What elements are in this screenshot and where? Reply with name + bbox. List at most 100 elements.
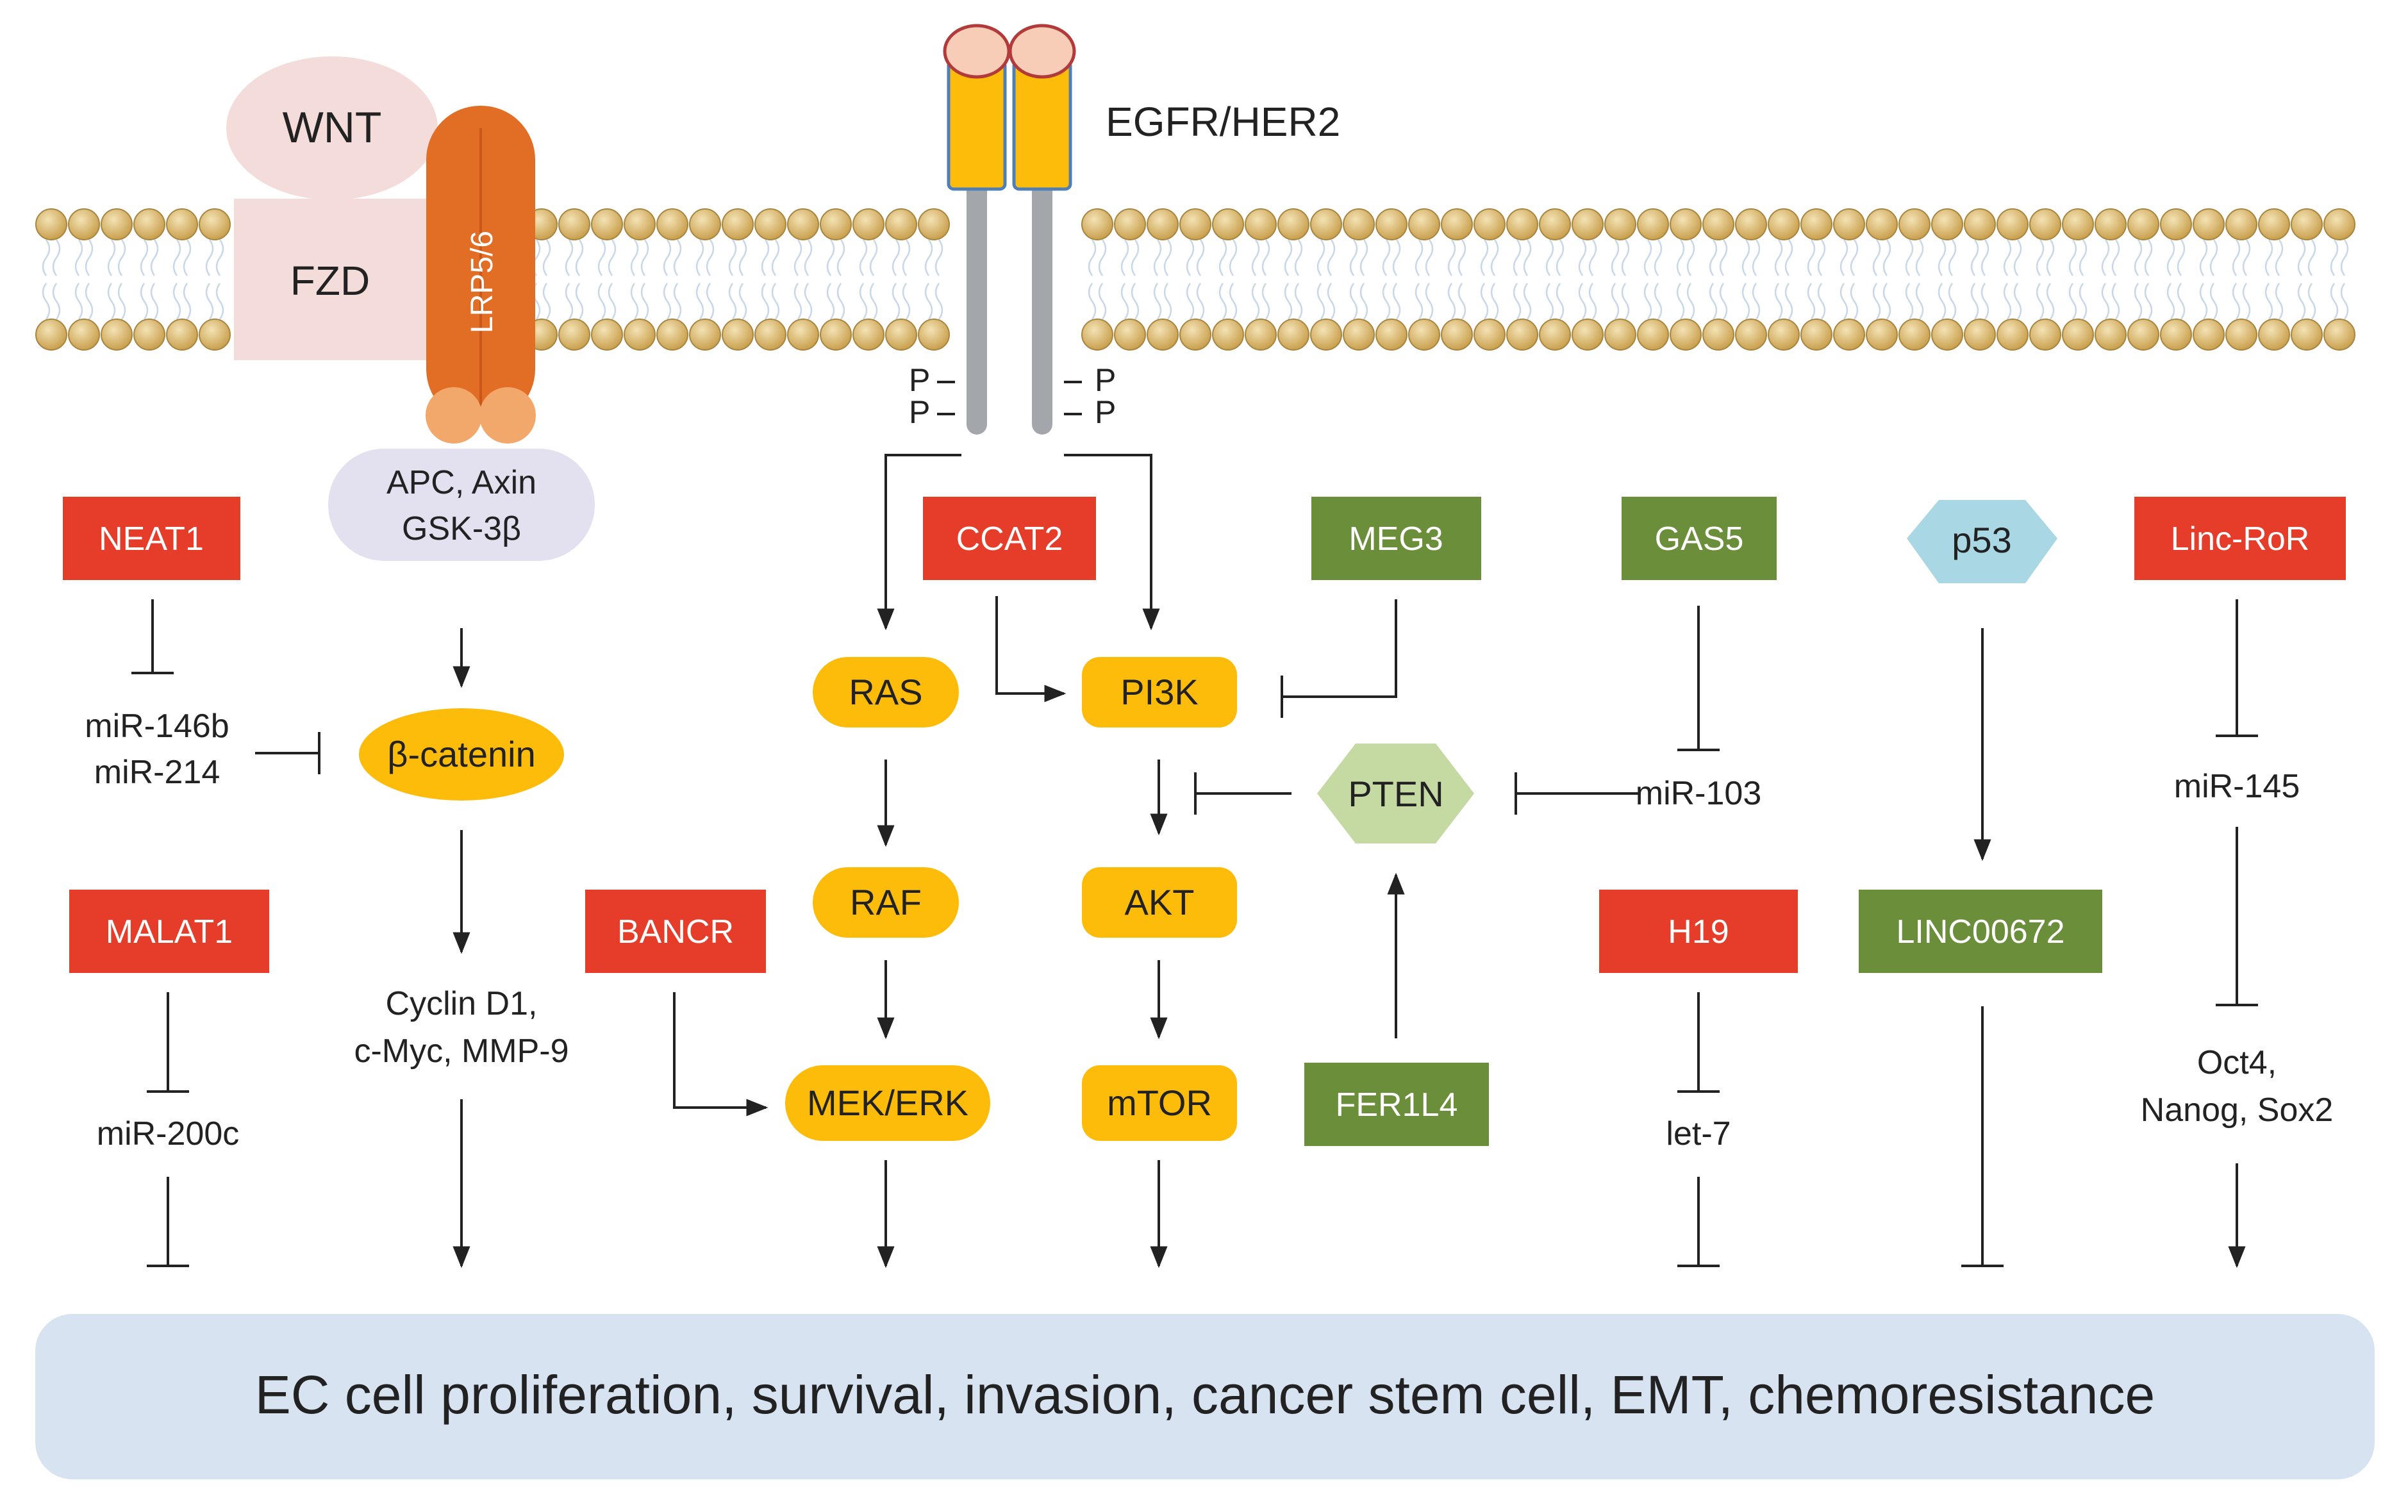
lipid-tail xyxy=(1872,239,1881,276)
arrow-egfr-to-pi3k xyxy=(1064,454,1160,631)
lipid-head xyxy=(2127,208,2159,240)
mir214-label: miR-214 xyxy=(94,754,220,791)
lipid-head xyxy=(1179,208,1211,240)
lipid-tail xyxy=(1294,283,1303,320)
lipid-tail xyxy=(1938,283,1947,320)
lipid-tail xyxy=(1382,239,1391,276)
lipid-tail xyxy=(695,283,704,320)
lncrna-box-lincror xyxy=(2134,497,2346,580)
lipid-tail xyxy=(215,283,224,320)
lipid-head xyxy=(2062,208,2094,240)
lipid-head xyxy=(101,208,133,240)
oct4-label-line2: Nanog, Sox2 xyxy=(2141,1092,2334,1129)
lipid-tail xyxy=(738,283,747,320)
lipid-tail xyxy=(2340,239,2349,276)
lipid-head xyxy=(2258,208,2290,240)
lipid-head xyxy=(1147,319,1179,351)
lipid-tail xyxy=(2111,283,2120,320)
lipid-head xyxy=(1997,208,2029,240)
lipid-tail xyxy=(771,239,780,276)
lipid-head xyxy=(2062,319,2094,351)
lipid-tail xyxy=(1229,239,1238,276)
lipid-tail xyxy=(2144,283,2153,320)
lipid-tail xyxy=(2013,283,2022,320)
lipid-head xyxy=(1768,319,1800,351)
lipid-head xyxy=(1735,319,1767,351)
lipid-tail xyxy=(140,283,149,320)
lipid-tail xyxy=(1915,239,1924,276)
lipid-tail xyxy=(1163,239,1172,276)
lipid-head xyxy=(1506,319,1538,351)
lipid-tail xyxy=(673,283,682,320)
lipid-tail xyxy=(1807,283,1816,320)
pi3k-label: PI3K xyxy=(1120,672,1198,712)
lipid-tail xyxy=(2232,239,2241,276)
p53-label: p53 xyxy=(1952,520,2011,560)
oncogenic-lncrna-boxes: NEAT1 MALAT1 CCAT2 BANCR H19 Linc-RoR xyxy=(63,497,2346,973)
lipid-tail xyxy=(761,239,770,276)
lipid-tail xyxy=(1480,239,1489,276)
lipid-tail xyxy=(1654,239,1663,276)
lipid-tail xyxy=(2264,239,2273,276)
lipid-tail xyxy=(1392,239,1401,276)
mir200c-label: miR-200c xyxy=(97,1115,240,1152)
lncrna-box-malat1 xyxy=(69,890,269,973)
lipid-tail xyxy=(117,239,126,276)
lipid-tail xyxy=(1229,283,1238,320)
lipid-head xyxy=(1539,319,1571,351)
lipid-head xyxy=(199,208,231,240)
inhibit-meg3-to-pi3k xyxy=(1282,599,1397,698)
lipid-tail xyxy=(1839,283,1848,320)
lipid-tail xyxy=(1120,283,1129,320)
lipid-head xyxy=(2258,319,2290,351)
lipid-head xyxy=(1604,208,1636,240)
lipid-tail xyxy=(2134,283,2143,320)
lipid-head xyxy=(35,319,67,351)
lipid-tail xyxy=(1327,283,1336,320)
lipid-head xyxy=(1081,319,1113,351)
lncrna-box-h19 xyxy=(1599,890,1798,973)
lipid-tail xyxy=(1709,239,1718,276)
lipid-head xyxy=(2291,208,2323,240)
lipid-tail xyxy=(902,239,911,276)
fer1l4-label: FER1L4 xyxy=(1336,1086,1458,1124)
cyclin-label-line1: Cyclin D1, xyxy=(386,985,538,1022)
lipid-tail xyxy=(1088,283,1097,320)
lipid-head xyxy=(918,208,950,240)
suppressor-lncrna-boxes: MEG3 GAS5 FER1L4 LINC00672 xyxy=(1304,497,2102,1146)
lipid-tail xyxy=(630,239,639,276)
lncrna-box-fer1l4 xyxy=(1304,1063,1489,1146)
lipid-head xyxy=(2323,319,2355,351)
outcome-panel: EC cell proliferation, survival, invasio… xyxy=(35,1314,2375,1479)
lipid-head xyxy=(1866,319,1898,351)
lncrna-box-meg3 xyxy=(1311,497,1481,580)
lipid-head xyxy=(1997,319,2029,351)
lipid-head xyxy=(1114,319,1146,351)
node-p53 xyxy=(1907,500,2057,583)
lipid-head xyxy=(558,208,590,240)
lipid-tail xyxy=(172,239,181,276)
lipid-tail xyxy=(183,283,192,320)
lipid-tail xyxy=(836,239,845,276)
lipid-tail xyxy=(1490,283,1499,320)
lipid-head xyxy=(1474,208,1506,240)
lipid-tail xyxy=(1415,239,1424,276)
bancr-label: BANCR xyxy=(617,913,734,951)
lipid-tail xyxy=(2101,239,2110,276)
lipid-tail xyxy=(1948,283,1957,320)
lipid-tail xyxy=(1850,283,1859,320)
lipid-head xyxy=(1768,208,1800,240)
raf-label: RAF xyxy=(850,882,922,922)
lipid-tail xyxy=(1316,239,1325,276)
lipid-tail xyxy=(1545,283,1554,320)
lipid-head xyxy=(1179,319,1211,351)
lipid-tail xyxy=(673,239,682,276)
node-pi3k xyxy=(1082,657,1237,727)
lipid-tail xyxy=(1686,239,1695,276)
lipid-tail xyxy=(2036,239,2045,276)
lipid-head xyxy=(852,208,884,240)
node-akt xyxy=(1082,867,1237,938)
arrow-bancr-to-mek xyxy=(673,992,768,1117)
gas5-label: GAS5 xyxy=(1655,520,1744,558)
phospho-label: P xyxy=(909,362,930,398)
